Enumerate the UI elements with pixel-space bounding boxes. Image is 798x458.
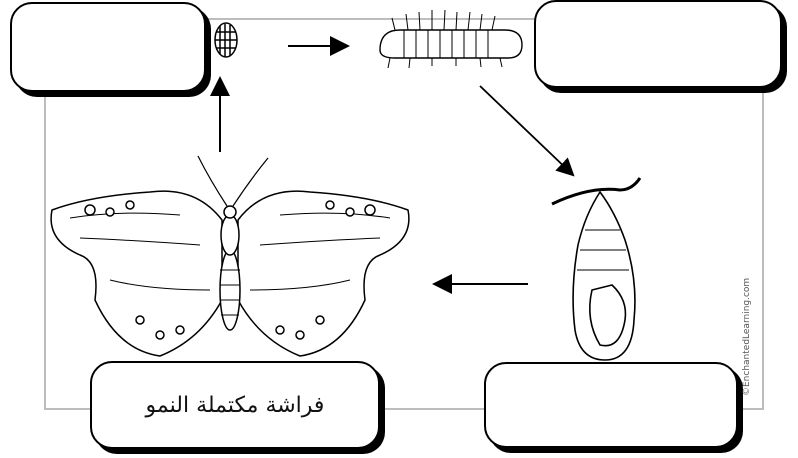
- egg-label-box[interactable]: [10, 2, 206, 92]
- caterpillar-label-box[interactable]: [534, 0, 782, 88]
- butterfly-icon: [51, 156, 409, 356]
- arrow-caterpillar-to-chrysalis: [480, 86, 572, 174]
- watermark: ©EnchantedLearning.com: [742, 226, 752, 396]
- adult-butterfly-label: فراشة مكتملة النمو: [146, 393, 325, 418]
- caterpillar-icon: [380, 10, 522, 68]
- adult-butterfly-label-box[interactable]: فراشة مكتملة النمو: [90, 361, 380, 449]
- chrysalis-label-box[interactable]: [484, 362, 738, 448]
- egg-icon: [215, 23, 237, 57]
- chrysalis-icon: [552, 178, 640, 360]
